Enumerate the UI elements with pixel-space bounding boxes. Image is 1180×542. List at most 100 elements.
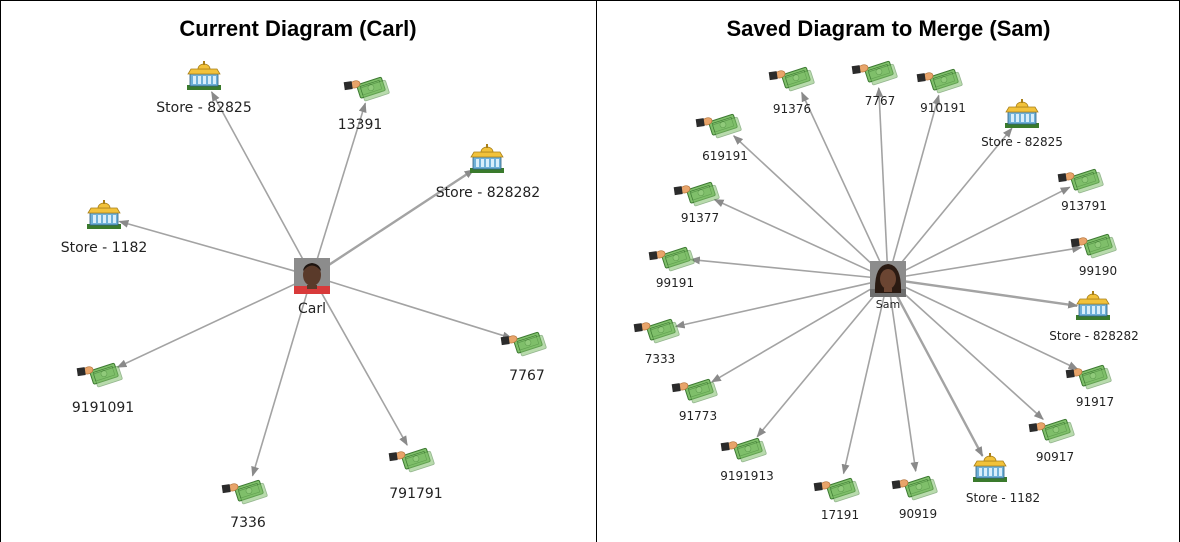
edge-1-7 <box>901 245 1083 278</box>
node-label: 9191913 <box>720 469 773 483</box>
store-building-icon <box>470 144 504 173</box>
money-node[interactable]: 619191 <box>694 107 748 163</box>
node-label: 9191091 <box>72 400 134 416</box>
node-label: 91376 <box>773 102 811 116</box>
node-label: 17191 <box>821 508 859 522</box>
money-transfer-icon <box>1070 233 1117 259</box>
person-node-carl[interactable]: Carl <box>294 258 330 317</box>
edge-1-14 <box>756 289 880 438</box>
edge-1-16 <box>841 292 886 475</box>
node-label: 13391 <box>338 117 383 133</box>
edge-0-1 <box>315 102 367 263</box>
edge-0-4 <box>325 279 513 340</box>
node-label: 91377 <box>681 211 719 225</box>
node-label: 91773 <box>679 409 717 423</box>
person-photo-icon <box>870 261 906 297</box>
money-node[interactable]: 7333 <box>632 312 680 366</box>
money-node[interactable]: 910191 <box>915 62 966 115</box>
money-node[interactable]: 7767 <box>499 325 547 384</box>
edge-1-4 <box>732 135 879 271</box>
node-label: Store - 1182 <box>966 491 1040 505</box>
node-label: 7336 <box>230 515 266 531</box>
money-node[interactable]: 17191 <box>812 471 860 522</box>
store-node[interactable]: Store - 1182 <box>966 453 1040 505</box>
money-transfer-icon <box>1057 168 1104 194</box>
money-transfer-icon <box>851 60 898 86</box>
edge-0-7 <box>251 289 309 477</box>
money-node[interactable]: 99191 <box>647 240 695 290</box>
node-label: 619191 <box>702 149 748 163</box>
current-diagram-title: Current Diagram (Carl) <box>179 16 417 41</box>
money-node[interactable]: 91376 <box>767 60 815 116</box>
edge-1-10 <box>674 281 875 329</box>
money-transfer-icon <box>891 475 938 501</box>
money-node[interactable]: 90919 <box>890 469 938 521</box>
store-node[interactable]: Store - 82825 <box>156 61 252 116</box>
person-node-sam[interactable]: Sam <box>870 261 906 311</box>
money-transfer-icon <box>916 68 963 94</box>
edge-0-2 <box>323 168 475 270</box>
money-node[interactable]: 99190 <box>1069 227 1117 278</box>
edge-0-5 <box>116 281 300 368</box>
node-label: 913791 <box>1061 199 1107 213</box>
store-node[interactable]: Store - 828282 <box>436 144 540 201</box>
node-label: 7767 <box>865 94 896 108</box>
money-transfer-icon <box>671 378 718 404</box>
money-node[interactable]: 91773 <box>670 372 718 423</box>
money-transfer-icon <box>343 76 390 102</box>
money-transfer-icon <box>500 331 547 357</box>
store-building-icon <box>1005 99 1039 128</box>
money-transfer-icon <box>813 477 860 503</box>
edge-1-17 <box>889 292 919 473</box>
node-label: 910191 <box>920 101 966 115</box>
edge-1-6 <box>713 198 876 274</box>
edge-1-13 <box>897 287 1044 420</box>
money-node[interactable]: 9191913 <box>719 431 774 483</box>
edge-1-11 <box>900 284 1079 370</box>
edge-1-5 <box>900 186 1071 274</box>
money-transfer-icon <box>633 318 680 344</box>
money-node[interactable]: 913791 <box>1056 162 1107 213</box>
node-label: 7767 <box>509 368 545 384</box>
money-node[interactable]: 91917 <box>1064 358 1114 409</box>
node-label: Store - 1182 <box>61 240 148 256</box>
store-building-icon <box>87 200 121 229</box>
money-node[interactable]: 7336 <box>220 473 268 531</box>
money-node[interactable]: 13391 <box>338 70 390 133</box>
node-label: 99191 <box>656 276 694 290</box>
store-node[interactable]: Store - 828282 <box>1049 291 1139 343</box>
money-node[interactable]: 791791 <box>387 441 443 502</box>
store-building-icon <box>187 61 221 90</box>
edge-1-12 <box>710 285 877 383</box>
node-label: 90919 <box>899 507 937 521</box>
edge-1-0 <box>800 91 883 267</box>
edge-1-9 <box>901 279 1079 309</box>
edge-1-8 <box>689 256 875 279</box>
edge-1-2 <box>890 94 941 266</box>
panel-divider <box>596 0 597 542</box>
money-node[interactable]: 90917 <box>1027 412 1075 464</box>
edge-1-1 <box>875 86 889 266</box>
edge-0-3 <box>118 219 299 273</box>
money-node[interactable]: 91377 <box>672 175 720 225</box>
edge-0-0 <box>210 91 306 265</box>
node-label: Store - 828282 <box>1049 329 1138 343</box>
money-transfer-icon <box>221 479 268 505</box>
money-transfer-icon <box>720 437 767 463</box>
node-label: Store - 82825 <box>981 135 1063 149</box>
node-label: 791791 <box>389 486 442 502</box>
store-building-icon <box>973 453 1007 482</box>
money-transfer-icon <box>673 181 720 207</box>
money-transfer-icon <box>768 66 815 92</box>
saved-diagram-title: Saved Diagram to Merge (Sam) <box>726 16 1051 41</box>
node-label: 91917 <box>1076 395 1114 409</box>
money-transfer-icon <box>1028 418 1075 444</box>
money-node[interactable]: 9191091 <box>72 356 134 416</box>
store-node[interactable]: Store - 1182 <box>61 200 148 256</box>
store-building-icon <box>1076 291 1110 320</box>
money-node[interactable]: 7767 <box>850 54 898 108</box>
person-photo-icon <box>294 258 330 294</box>
store-node[interactable]: Store - 82825 <box>981 99 1063 149</box>
